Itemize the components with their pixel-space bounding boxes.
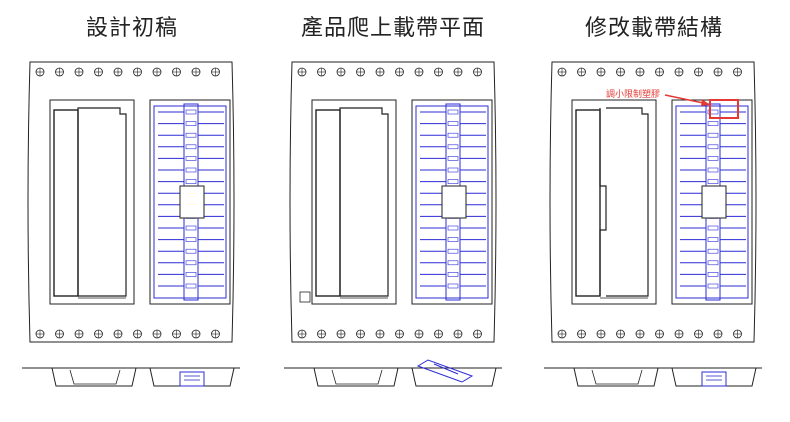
spine-segment <box>185 225 197 231</box>
right-pocket-section <box>149 367 235 387</box>
spine-segment <box>185 260 197 266</box>
spine-segment <box>707 144 719 150</box>
spine-segment <box>707 237 719 242</box>
spine-segment <box>707 225 719 231</box>
spine-segment <box>707 248 719 254</box>
spine-segment <box>185 283 197 289</box>
blue-frame <box>153 105 227 299</box>
left-cavity-step <box>599 108 607 296</box>
blue-frame <box>415 105 489 299</box>
panel-title-3: 修改載帶結構 <box>584 16 723 41</box>
left-inner-section <box>331 369 383 385</box>
center-chip <box>701 185 727 219</box>
spine-segment <box>185 248 197 254</box>
right-pocket <box>411 99 493 305</box>
spine-segment <box>447 144 459 150</box>
right-pocket-section <box>411 367 497 387</box>
spine-segment <box>707 283 719 289</box>
tilted-part <box>416 359 474 383</box>
left-inner-section <box>69 369 121 385</box>
spine-segment <box>185 109 197 115</box>
spine-segment <box>707 272 719 277</box>
carrier-tape-top-view-1 <box>27 61 235 343</box>
carrier-tape-section-1 <box>22 367 240 387</box>
spine-segment <box>447 283 459 289</box>
panel-title-1: 設計初稿 <box>85 16 178 41</box>
spine-segment <box>447 179 459 184</box>
spine-segment <box>447 167 459 173</box>
spine-segment <box>447 260 459 266</box>
carrier-tape-section-3 <box>544 367 762 387</box>
left-component <box>606 107 649 297</box>
left-pocket <box>311 99 397 305</box>
arrow-head <box>701 99 710 106</box>
spine-segment <box>707 156 719 161</box>
annotation-arrow <box>664 94 709 105</box>
panel-title-2: 產品爬上載帶平面 <box>300 16 485 41</box>
spine-segment <box>447 225 459 231</box>
left-cavity <box>53 109 79 297</box>
tilted-part-detail <box>433 363 459 375</box>
spine-segment <box>185 237 197 242</box>
annotation-label: 調小限制塑膠 <box>606 90 661 100</box>
spine-segment <box>185 156 197 161</box>
spine-segment <box>707 260 719 266</box>
spine-segment <box>707 179 719 184</box>
spine-segment <box>707 121 719 126</box>
spine-segment <box>185 179 197 184</box>
spine-segment <box>707 167 719 173</box>
spine-segment <box>447 237 459 242</box>
carrier-tape-top-view-2 <box>289 61 497 343</box>
blue-part <box>179 371 205 387</box>
spine-segment <box>707 132 719 138</box>
spine-segment <box>707 109 719 115</box>
small-square <box>299 291 311 303</box>
right-pocket-section <box>671 367 757 387</box>
left-inner-section <box>591 369 643 385</box>
left-pocket-section <box>51 367 137 387</box>
left-cavity <box>315 109 341 297</box>
spine-segment <box>185 167 197 173</box>
blue-frame <box>675 105 749 299</box>
spine-segment <box>447 132 459 138</box>
left-pocket-section <box>573 367 659 387</box>
center-chip <box>179 185 205 219</box>
carrier-tape-top-view-3 <box>549 61 757 343</box>
center-chip <box>441 185 467 219</box>
tape-outline <box>289 61 497 343</box>
spine-segment <box>185 132 197 138</box>
spine-segment <box>447 121 459 126</box>
spine-segment <box>447 109 459 115</box>
left-pocket <box>49 99 135 305</box>
right-pocket <box>149 99 231 305</box>
highlight-box <box>709 99 739 119</box>
spine-segment <box>185 121 197 126</box>
tape-outline <box>549 61 757 343</box>
spine-segment <box>185 272 197 277</box>
tape-outline <box>27 61 235 343</box>
left-pocket <box>571 99 657 305</box>
spine-segment <box>447 272 459 277</box>
spine-segment <box>185 144 197 150</box>
blue-part <box>701 371 727 387</box>
spine-segment <box>447 248 459 254</box>
left-component <box>77 107 127 297</box>
left-component <box>339 107 389 297</box>
left-pocket-section <box>313 367 399 387</box>
left-cavity <box>575 109 601 297</box>
spine-segment <box>447 156 459 161</box>
carrier-tape-section-2 <box>284 359 502 387</box>
